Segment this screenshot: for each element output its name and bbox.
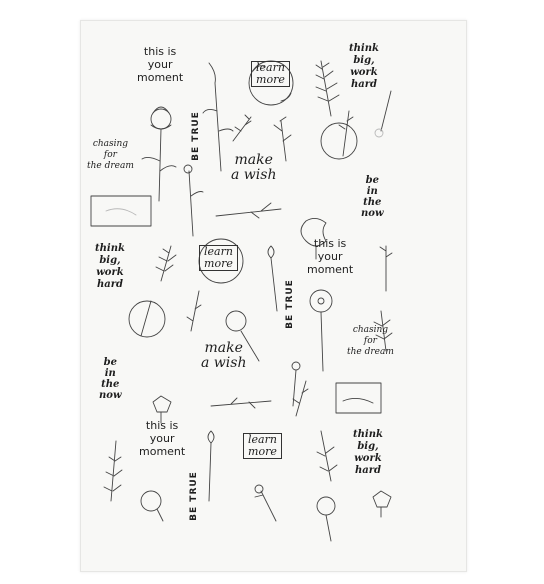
branch-icon: [215, 202, 282, 219]
poppy-icon-2: [140, 490, 164, 522]
phrase-think-big-2: think big, work hard: [95, 243, 125, 290]
rectangle-frame-icon-2: [335, 382, 382, 414]
peony-flower-icon: [141, 106, 177, 202]
phrase-this-is-your-moment-3: this is your moment: [139, 419, 186, 458]
fern-icon-2: [155, 245, 177, 282]
fern-icon-4: [103, 440, 123, 502]
botanical-illustrations: [90, 60, 393, 542]
phrase-think-big: think big, work hard: [349, 43, 379, 90]
anemone-icon: [309, 289, 333, 372]
phrase-this-is-your-moment-2: this is your moment: [307, 237, 354, 276]
oak-leaf-icon: [300, 218, 327, 260]
phrase-learn-more-2: learn more: [199, 245, 238, 271]
sticker-sheet: this is your moment learn more think big…: [80, 20, 467, 572]
dandelion-icon-2: [379, 245, 393, 292]
phrase-make-a-wish: make a wish: [231, 152, 277, 183]
fern-icon: [315, 60, 340, 117]
phrase-make-a-wish-2: make a wish: [201, 340, 247, 371]
wildflower-icon-2: [291, 361, 301, 407]
phrase-be-true: BE TRUE: [190, 111, 201, 161]
phrase-learn-more-3: learn more: [243, 433, 282, 459]
sprig-icon: [232, 114, 292, 162]
circle-frame-icon-2: [128, 300, 166, 338]
branch-icon-2: [210, 397, 272, 409]
phrase-chasing-for-the-dream-2: chasing for the dream: [347, 325, 394, 357]
maple-leaf-icon-2: [372, 490, 392, 518]
maple-leaf-icon: [152, 395, 172, 424]
phrase-chasing-for-the-dream: chasing for the dream: [87, 139, 134, 171]
circle-frame-icon: [320, 110, 358, 160]
wildflower-icon: [183, 164, 204, 237]
stem-flower-icon: [202, 62, 234, 172]
sprig-icon-3: [292, 380, 309, 417]
tulip-icon: [267, 245, 278, 312]
phrase-this-is-your-moment: this is your moment: [137, 45, 184, 84]
fern-icon-3: [373, 310, 393, 352]
dandelion-icon-3: [254, 484, 277, 522]
phrase-be-in-the-now: be in the now: [361, 175, 384, 219]
poppy-icon: [225, 310, 260, 362]
phrase-be-true-2: BE TRUE: [284, 279, 295, 329]
dandelion-icon: [374, 90, 392, 138]
rectangle-frame-icon: [90, 195, 152, 227]
phrase-learn-more: learn more: [251, 61, 290, 87]
phrase-be-true-3: BE TRUE: [188, 471, 199, 521]
phrase-think-big-3: think big, work hard: [353, 429, 383, 476]
fern-icon-5: [316, 430, 338, 482]
phrase-be-in-the-now-2: be in the now: [99, 357, 122, 401]
sprig-icon-2: [186, 290, 202, 332]
tulip-icon-2: [207, 430, 215, 502]
anemone-icon-2: [316, 496, 336, 542]
